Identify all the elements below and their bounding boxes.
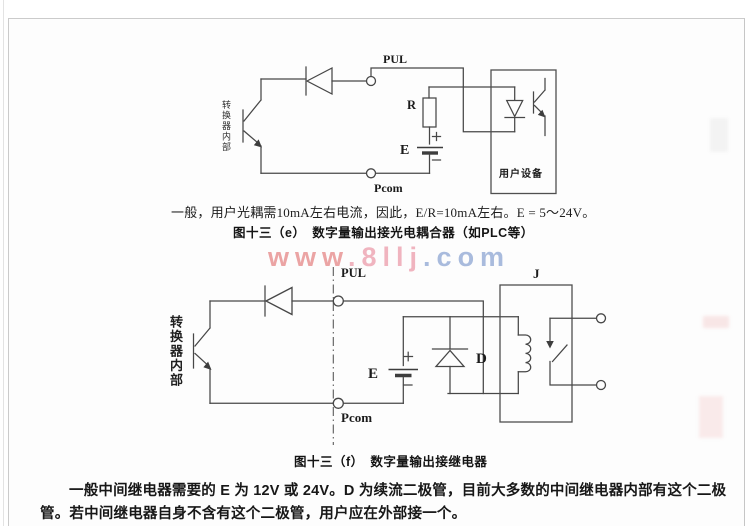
series-diode-symbol: [305, 66, 368, 96]
fig-f-converter-internal-label: 转换器内部: [168, 315, 183, 388]
battery-symbol: [417, 131, 443, 174]
relay-coil-symbol: [517, 316, 532, 395]
fig-f-pul-label: PUL: [341, 266, 366, 280]
page-edge-line: [3, 0, 4, 526]
fig-e-converter-internal-label: 转换器内部: [221, 100, 231, 153]
user-device-box: [490, 69, 557, 195]
pul-terminal: [332, 295, 344, 307]
fig-f-pcom-label: Pcom: [341, 410, 373, 425]
battery-symbol: [388, 316, 418, 404]
pul-terminal: [365, 75, 377, 87]
relay-contact-symbol: [546, 313, 607, 391]
fig-e-caption: 图十三（e） 数字量输出接光电耦合器（如PLC等）: [233, 226, 534, 240]
transistor-symbol: [242, 78, 262, 174]
figure-e-schematic: [242, 66, 557, 195]
freewheel-diode-symbol: [431, 316, 469, 395]
fig-e-pul-label: PUL: [383, 52, 407, 66]
fig-e-resistor-label: R: [407, 98, 417, 112]
phototransistor-symbol: [532, 77, 546, 137]
relay-box: [499, 284, 573, 423]
pcom-terminal: [365, 168, 377, 179]
series-diode-symbol: [264, 285, 335, 317]
content-frame: [8, 18, 745, 526]
figure-f-schematic: [192, 267, 607, 445]
optocoupler-led-symbol: [504, 86, 526, 133]
contact-terminal-bottom: [595, 379, 607, 391]
watermark: www.8llj.com: [268, 242, 510, 273]
fig-f-caption: 图十三（f） 数字量输出接继电器: [294, 455, 488, 469]
scan-bleed-artifact: [710, 118, 728, 152]
fig-f-relay-label: J: [533, 266, 540, 281]
fig-f-diode-label: D: [476, 351, 487, 367]
pul-to-led-wire: [370, 67, 516, 133]
scan-bleed-artifact: [699, 396, 723, 438]
pul-to-relay-wire: [342, 300, 484, 395]
fig-f-battery-label: E: [368, 366, 379, 382]
fig-e-pcom-label: Pcom: [374, 181, 403, 195]
watermark-part3: .com: [423, 242, 511, 272]
watermark-part2: .8llj: [348, 242, 424, 272]
body-paragraph: 一般中间继电器需要的 E 为 12V 或 24V。D 为续流二极管，目前大多数的…: [40, 483, 727, 522]
pcom-terminal: [332, 397, 344, 409]
resistor-symbol: [422, 86, 516, 145]
fig-e-user-device-label: 用户设备: [499, 169, 543, 180]
watermark-part1: www: [268, 242, 349, 272]
transistor-symbol: [192, 300, 212, 404]
fig-e-note: 一般，用户光耦需10mA左右电流，因此，E/R=10mA左右。E = 5～24V…: [171, 205, 596, 220]
fig-e-battery-label: E: [400, 143, 410, 158]
scan-bleed-artifact: [703, 316, 729, 328]
contact-terminal-top: [595, 313, 607, 324]
